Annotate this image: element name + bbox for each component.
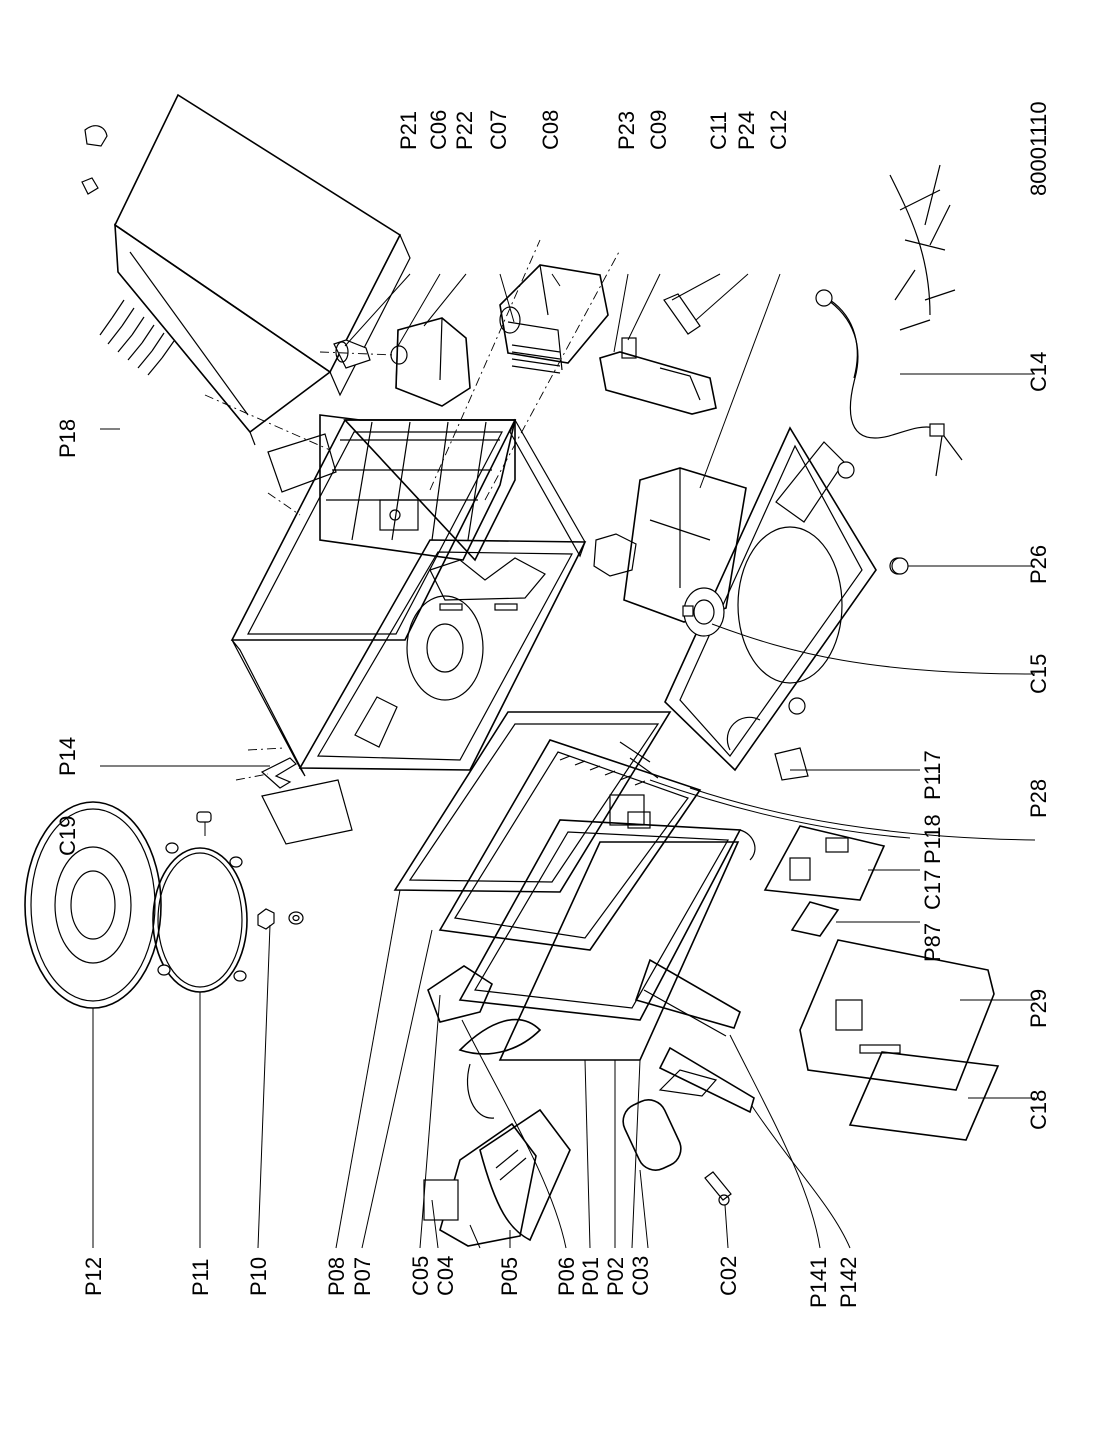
switch-bracket-drawing <box>599 293 717 415</box>
label-C04: C04 <box>433 1256 458 1296</box>
door-panel-drawing <box>498 841 740 1061</box>
part-labels: P12 P11 P10 P08 P07 C05 C04 P05 P06 P01 … <box>55 101 1051 1308</box>
label-P21: P21 <box>396 111 421 150</box>
label-C14: C14 <box>1026 352 1051 392</box>
membrane-drawing <box>790 901 840 937</box>
label-P06: P06 <box>554 1257 579 1296</box>
door-frame-drawing <box>393 711 672 893</box>
label-C05: C05 <box>408 1256 433 1296</box>
control-board-drawing <box>763 825 886 901</box>
label-P118: P118 <box>920 814 945 864</box>
roller-ring-drawing <box>152 842 248 993</box>
label-P28: P28 <box>1026 779 1051 818</box>
fuse-drawing <box>704 1171 732 1206</box>
door-handle-drawing <box>634 958 755 1114</box>
label-C08: C08 <box>538 110 563 150</box>
label-C06: C06 <box>426 110 451 150</box>
label-P05: P05 <box>497 1257 522 1296</box>
outer-casing-drawing <box>81 93 411 446</box>
bracket-drawing <box>235 747 297 789</box>
label-C15: C15 <box>1026 654 1051 694</box>
label-P22: P22 <box>452 111 477 150</box>
label-P08: P08 <box>324 1257 349 1296</box>
label-P24: P24 <box>734 111 759 150</box>
label-C18: C18 <box>1026 1090 1051 1130</box>
lamp-drawing <box>319 339 408 369</box>
fan-motor-drawing <box>423 965 571 1247</box>
label-C17: C17 <box>920 870 945 910</box>
turntable-plate-drawing <box>24 801 162 1009</box>
label-P14: P14 <box>55 737 80 776</box>
coupler-drawing <box>257 908 304 930</box>
oven-cavity-drawing <box>230 414 587 777</box>
label-P142: P142 <box>836 1257 861 1308</box>
label-P11: P11 <box>188 1258 213 1296</box>
label-C09: C09 <box>646 110 671 150</box>
magnetron-drawing <box>429 239 621 501</box>
label-P117: P117 <box>920 750 945 800</box>
p117-plate-drawing <box>774 747 809 781</box>
leader-lines <box>92 273 1036 1249</box>
label-C02: C02 <box>716 1256 741 1296</box>
label-P18: P18 <box>55 419 80 458</box>
label-P23: P23 <box>614 111 639 150</box>
mica-sheet-drawing <box>267 433 337 493</box>
label-C12: C12 <box>766 110 791 150</box>
power-cord-drawing <box>815 289 963 477</box>
wire-harness-drawing <box>889 164 956 331</box>
c19-part-drawing <box>196 811 212 823</box>
waveguide-cover-drawing <box>395 317 471 407</box>
c18-sheet-drawing <box>848 1051 1000 1141</box>
label-C11: C11 <box>706 111 731 150</box>
drawing-number: 80001110 <box>1026 101 1051 196</box>
label-C19: C19 <box>55 816 80 856</box>
label-P87: P87 <box>920 923 945 962</box>
label-P07: P07 <box>350 1257 375 1296</box>
label-P141: P141 <box>806 1257 831 1308</box>
label-P12: P12 <box>81 1257 106 1296</box>
label-P10: P10 <box>246 1257 271 1296</box>
label-P29: P29 <box>1026 989 1051 1028</box>
label-P26: P26 <box>1026 545 1051 584</box>
shield-plate-drawing <box>261 779 353 845</box>
transformer-drawing <box>593 467 747 623</box>
door-glass-drawing <box>458 819 756 1021</box>
label-P02: P02 <box>603 1257 628 1296</box>
label-C07: C07 <box>486 110 511 150</box>
label-P01: P01 <box>578 1257 603 1296</box>
turntable-motor-drawing <box>682 587 725 637</box>
control-panel-drawing <box>799 939 995 1091</box>
capacitor-drawing <box>622 1069 718 1171</box>
door-inner-drawing <box>438 739 702 951</box>
label-C03: C03 <box>628 1256 653 1296</box>
foot-drawing <box>891 557 909 575</box>
